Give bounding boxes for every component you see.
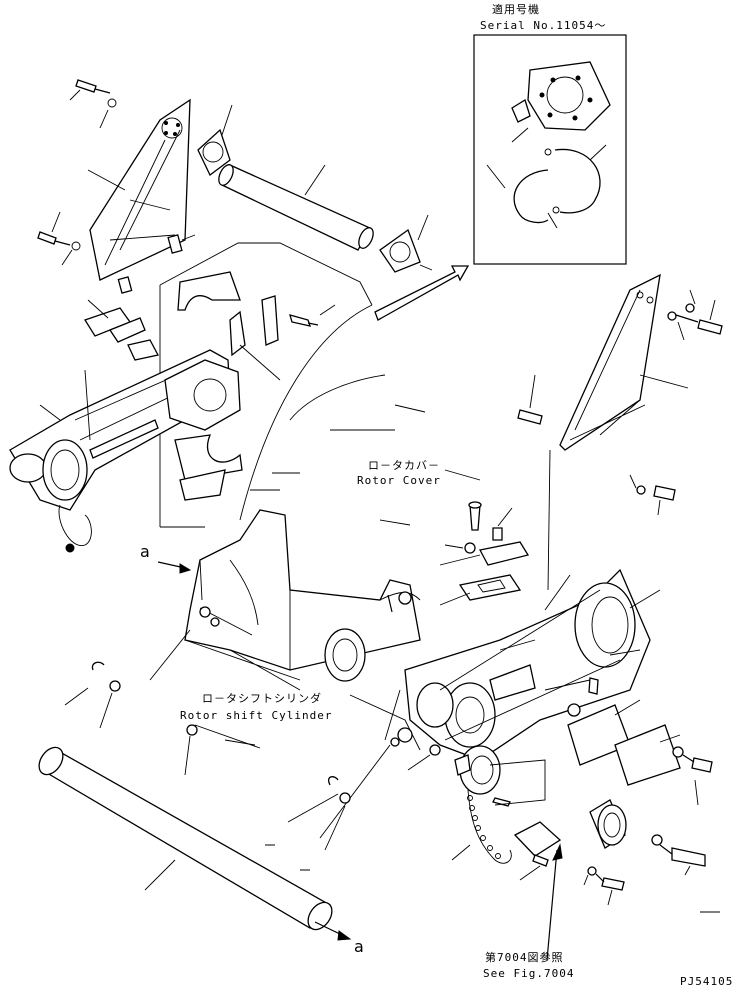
inset-title-ja: 適用号機 <box>492 3 540 16</box>
marker-a-bottom: a <box>354 937 364 956</box>
hydraulic-motor <box>583 799 720 913</box>
upper-shaft <box>218 164 433 273</box>
marker-a-arrows <box>157 561 352 941</box>
rotor-shift-cylinder-label-en: Rotor shift Cylinder <box>180 709 333 722</box>
inset-box <box>473 34 627 265</box>
drawing-number: PJ54105 <box>680 975 734 988</box>
left-rotor-arm <box>9 349 241 553</box>
rotor-shift-cylinder <box>265 689 441 871</box>
see-fig-label-ja: 第7004図参照 <box>485 951 564 964</box>
marker-a-top: a <box>140 542 150 561</box>
rotor-cover-label-ja: ロ－タカバ－ <box>368 459 440 472</box>
main-frame <box>64 472 421 776</box>
rotor-cover-label-en: Rotor Cover <box>357 474 441 487</box>
see-fig-label-en: See Fig.7004 <box>483 967 575 980</box>
inset-serial-number: Serial No.11054～ <box>480 19 607 32</box>
shim-plates <box>84 271 336 501</box>
rotor-shift-cylinder-label-ja: ロ－タシフトシリンダ <box>202 692 322 705</box>
cover-plates <box>330 404 551 606</box>
upper-left-bracket <box>37 79 196 294</box>
right-rotor-bracket <box>517 273 723 516</box>
lower-shaft <box>38 746 333 931</box>
chain-case <box>404 568 661 761</box>
arrow-to-inset <box>374 265 470 321</box>
side-covers <box>544 677 713 806</box>
small-flange-upper <box>197 104 233 176</box>
sprocket-and-chain <box>451 745 563 961</box>
